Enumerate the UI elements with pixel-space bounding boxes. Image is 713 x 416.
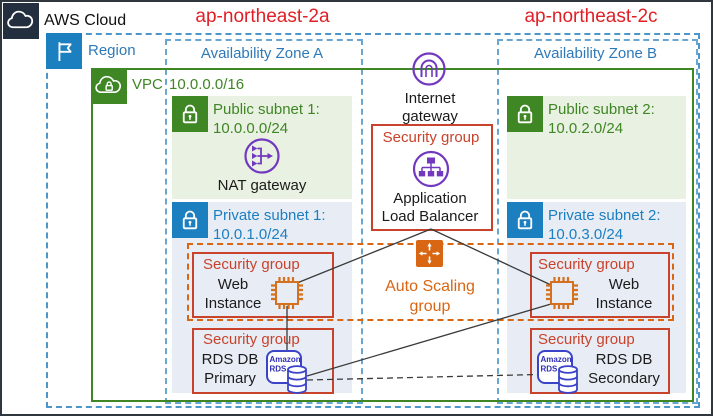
rds-secondary-icon-text2: RDS	[541, 365, 559, 374]
asg-icon	[416, 240, 443, 267]
public-subnet-2-name: Public subnet 2:	[548, 101, 655, 118]
rds-primary-icon-text1: Amazon	[270, 355, 301, 364]
web-instance-right-line2: Instance	[595, 295, 653, 312]
region-name-right: ap-northeast-2c	[524, 6, 658, 27]
region-label: Region	[88, 42, 136, 59]
private-subnet-1-icon	[172, 202, 208, 238]
alb-security-group	[371, 124, 493, 231]
region-boundary	[46, 33, 700, 408]
private-subnet-2-cidr: 10.0.3.0/24	[548, 226, 624, 243]
availability-zone-b-label: Availability Zone B	[533, 45, 658, 62]
aws-cloud-label: AWS Cloud	[44, 12, 127, 29]
alb-icon	[409, 147, 453, 191]
internet-gateway-line1: Internet	[404, 90, 456, 107]
private-subnet-1-name: Private subnet 1:	[213, 207, 326, 224]
rds-primary-line2: Primary	[204, 370, 256, 387]
private-subnet-2-icon	[507, 202, 543, 238]
internet-gateway-icon	[408, 48, 450, 90]
rds-primary-icon-text2: RDS	[270, 365, 288, 374]
aws-cloud-icon	[3, 3, 39, 39]
private-subnet-2-label: Private subnet 2: 10.0.3.0/24	[548, 206, 661, 244]
private-subnet-1-cidr: 10.0.1.0/24	[213, 226, 289, 243]
asg-label: Auto Scaling group	[378, 277, 482, 317]
nat-gateway-label: NAT gateway	[217, 177, 307, 194]
web-instance-left-security-group	[192, 252, 334, 318]
nat-gateway-icon	[240, 134, 284, 178]
alb-label: Application Load Balancer	[367, 190, 493, 226]
private-subnet-2-name: Private subnet 2:	[548, 207, 661, 224]
rds-secondary-label: RDS DB Secondary	[582, 350, 666, 388]
availability-zone-a-label: Availability Zone A	[200, 45, 324, 62]
vpc-cidr: 10.0.0.0/16	[169, 76, 245, 93]
internet-gateway-label: Internet gateway	[384, 90, 476, 126]
web-instance-right-label: Web Instance	[584, 275, 664, 313]
rds-primary-line1: RDS DB	[201, 351, 259, 368]
web-instance-left-line2: Instance	[204, 295, 262, 312]
internet-gateway-line2: gateway	[402, 108, 458, 125]
availability-zone-a-boundary	[165, 39, 363, 404]
private-subnet-1-label: Private subnet 1: 10.0.1.0/24	[213, 206, 326, 244]
rds-secondary-icon: Amazon RDS	[536, 349, 582, 395]
public-subnet-1-name: Public subnet 1:	[213, 101, 320, 118]
web-instance-left-icon	[269, 275, 305, 311]
rds-secondary-line1: RDS DB	[595, 351, 653, 368]
public-subnet-2-icon	[507, 96, 543, 132]
region-name-left: ap-northeast-2a	[195, 6, 330, 27]
public-subnet-1-icon	[172, 96, 208, 132]
web-instance-left-sg-label: Security group	[203, 256, 300, 273]
web-instance-right-line1: Web	[608, 276, 640, 293]
rds-secondary-icon-text1: Amazon	[541, 355, 572, 364]
alb-line1: Application	[393, 190, 467, 207]
public-subnet-1-label: Public subnet 1: 10.0.0.0/24	[213, 100, 320, 138]
rds-primary-sg-label: Security group	[203, 331, 300, 348]
web-instance-left-line1: Web	[217, 276, 249, 293]
public-subnet-1-cidr: 10.0.0.0/24	[213, 120, 289, 137]
asg-line1: Auto Scaling	[385, 278, 475, 295]
rds-primary-icon: Amazon RDS	[265, 349, 311, 395]
rds-secondary-sg-label: Security group	[538, 331, 635, 348]
public-subnet-2-cidr: 10.0.2.0/24	[548, 120, 624, 137]
alb-line2: Load Balancer	[381, 208, 479, 225]
vpc-label: VPC	[132, 76, 163, 93]
web-instance-left-label: Web Instance	[196, 275, 270, 313]
rds-secondary-line2: Secondary	[588, 370, 660, 387]
web-instance-right-sg-label: Security group	[538, 256, 635, 273]
public-subnet-2-label: Public subnet 2: 10.0.2.0/24	[548, 100, 655, 138]
asg-line2: group	[409, 298, 451, 315]
rds-primary-label: RDS DB Primary	[194, 350, 266, 388]
web-instance-right-icon	[544, 275, 580, 311]
vpc-boundary	[91, 68, 694, 402]
availability-zone-b-boundary	[497, 39, 698, 404]
alb-security-group-label: Security group	[382, 129, 480, 146]
region-icon	[46, 33, 82, 69]
vpc-icon	[91, 68, 127, 104]
